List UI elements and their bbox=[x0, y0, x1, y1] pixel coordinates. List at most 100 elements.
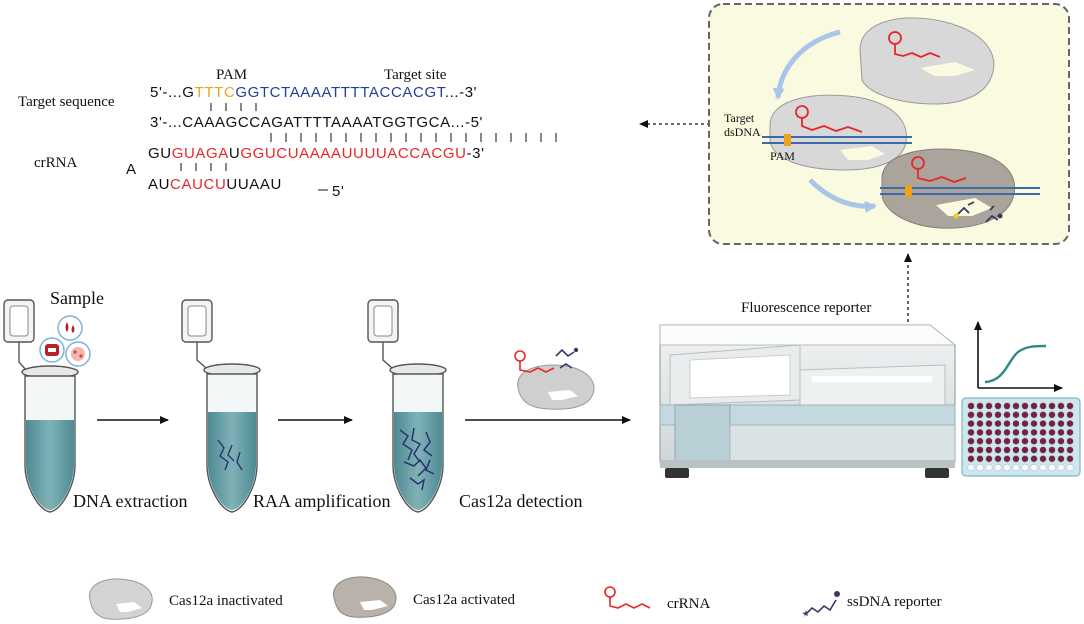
cr-row2-suffix: 5' bbox=[332, 183, 344, 200]
plate-well bbox=[1021, 411, 1029, 419]
top-target: GGTCTAAAATTTTACCACGT bbox=[235, 84, 445, 101]
plate-well bbox=[1012, 411, 1020, 419]
cr-row2-b: UUAAU bbox=[226, 176, 282, 193]
inset-dsdna-bottom bbox=[880, 185, 1040, 197]
legend-crrna-icon bbox=[604, 586, 651, 609]
plate-well bbox=[994, 411, 1002, 419]
plate-well bbox=[994, 455, 1002, 463]
plate-well bbox=[1039, 463, 1047, 472]
plate-well bbox=[967, 428, 975, 437]
plate-well bbox=[1039, 411, 1047, 419]
plate-well bbox=[1003, 455, 1011, 463]
plate-well bbox=[976, 437, 984, 445]
plate-well bbox=[1066, 428, 1074, 437]
plate-well bbox=[1003, 411, 1011, 419]
plate-well bbox=[1030, 402, 1038, 410]
plate-well bbox=[976, 402, 984, 410]
plate-well bbox=[1012, 428, 1020, 437]
cr-row1-red2: GGUCUAAAAUUUUACCACGU bbox=[240, 145, 466, 162]
cr-loop: A bbox=[126, 161, 137, 178]
top-prefix: 5'-...G bbox=[150, 84, 195, 101]
plate-well bbox=[967, 411, 975, 419]
step1-label: DNA extraction bbox=[73, 491, 187, 511]
inset-crrna-bottom bbox=[911, 156, 967, 183]
pam-pair-ticks bbox=[210, 103, 257, 111]
plate-well bbox=[1012, 463, 1020, 472]
plate-well bbox=[985, 437, 993, 445]
plate-well bbox=[1003, 402, 1011, 410]
plate-well bbox=[1066, 402, 1074, 410]
inset-target-label: Target bbox=[724, 111, 755, 125]
plate-well bbox=[994, 419, 1002, 428]
plate-well bbox=[994, 437, 1002, 445]
plate-well bbox=[1048, 428, 1056, 437]
plate-well bbox=[1003, 428, 1011, 437]
target-site-label: Target site bbox=[384, 67, 447, 83]
top-suffix: ...-3' bbox=[445, 84, 477, 101]
target-sequence-label: Target sequence bbox=[18, 94, 115, 110]
plate-well bbox=[976, 419, 984, 428]
plate-well bbox=[994, 463, 1002, 472]
plate-well bbox=[985, 446, 993, 454]
plate-well bbox=[1057, 455, 1065, 463]
plate-well bbox=[976, 411, 984, 419]
crrna-label: crRNA bbox=[34, 155, 77, 171]
plate-well bbox=[1057, 463, 1065, 472]
plate-well bbox=[1057, 419, 1065, 428]
sample-label: Sample bbox=[50, 288, 104, 308]
plate-well bbox=[1048, 455, 1056, 463]
plate-well bbox=[994, 446, 1002, 454]
plate-well bbox=[994, 402, 1002, 410]
plate-well bbox=[1066, 446, 1074, 454]
inset-arrow-1 bbox=[772, 29, 841, 100]
plate-well bbox=[967, 446, 975, 454]
plate-well bbox=[967, 463, 975, 472]
plate-well bbox=[1021, 419, 1029, 428]
tube-extraction bbox=[181, 299, 261, 513]
bottom-seq: AAAGCCAGATTTTAAAATGGTGCA bbox=[194, 114, 451, 131]
inset-cas12a-middle-cleft bbox=[840, 146, 885, 160]
bottom-suffix: ...-5' bbox=[451, 114, 483, 131]
plate-well bbox=[967, 455, 975, 463]
legend-activated-icon bbox=[333, 576, 397, 618]
plate-well bbox=[1039, 437, 1047, 445]
plate-well bbox=[1012, 455, 1020, 463]
plate-well bbox=[1048, 437, 1056, 445]
plate-well bbox=[1066, 437, 1074, 445]
plate-well bbox=[1048, 411, 1056, 419]
plate-well bbox=[1030, 411, 1038, 419]
plate-well bbox=[1039, 402, 1047, 410]
plate-well bbox=[1057, 402, 1065, 410]
legend-inactivated-label: Cas12a inactivated bbox=[169, 593, 283, 609]
plate-well bbox=[1030, 437, 1038, 445]
tube-sample bbox=[3, 299, 79, 513]
plate-well bbox=[1021, 402, 1029, 410]
plate-well bbox=[1012, 437, 1020, 445]
top-strand: 5'-...GTTTCGGTCTAAAATTTTACCACGT...-3' bbox=[150, 84, 477, 101]
plate-well bbox=[985, 428, 993, 437]
plate-well bbox=[985, 411, 993, 419]
plate-well bbox=[1012, 419, 1020, 428]
plate-well bbox=[1021, 455, 1029, 463]
plate-well bbox=[985, 419, 993, 428]
plate-well bbox=[967, 437, 975, 445]
crrna-row2: AUCAUCUUUAAU bbox=[148, 176, 282, 193]
plate-well bbox=[976, 446, 984, 454]
fluorescence-curve-plot bbox=[974, 321, 1063, 392]
plate-well bbox=[1039, 428, 1047, 437]
plate-well bbox=[985, 463, 993, 472]
plate-well bbox=[1003, 463, 1011, 472]
plate-well bbox=[976, 428, 984, 437]
legend: Cas12a inactivated Cas12a activated crRN… bbox=[89, 576, 942, 620]
legend-ssdna-icon bbox=[802, 591, 840, 617]
bottom-prefix: 3'-...C bbox=[150, 114, 194, 131]
plate-well bbox=[1021, 437, 1029, 445]
mechanism-inset: Target dsDNA PAM bbox=[708, 3, 1070, 245]
cr-row2-a: AU bbox=[148, 176, 170, 193]
plate-well bbox=[1066, 411, 1074, 419]
detection-complex-icon bbox=[514, 347, 595, 410]
sequence-panel: PAM Target site Target sequence crRNA 5'… bbox=[18, 67, 557, 200]
bottom-strand: 3'-...CAAAGCCAGATTTTAAAATGGTGCA...-5' bbox=[150, 114, 483, 131]
inset-pam-label: PAM bbox=[770, 149, 795, 163]
